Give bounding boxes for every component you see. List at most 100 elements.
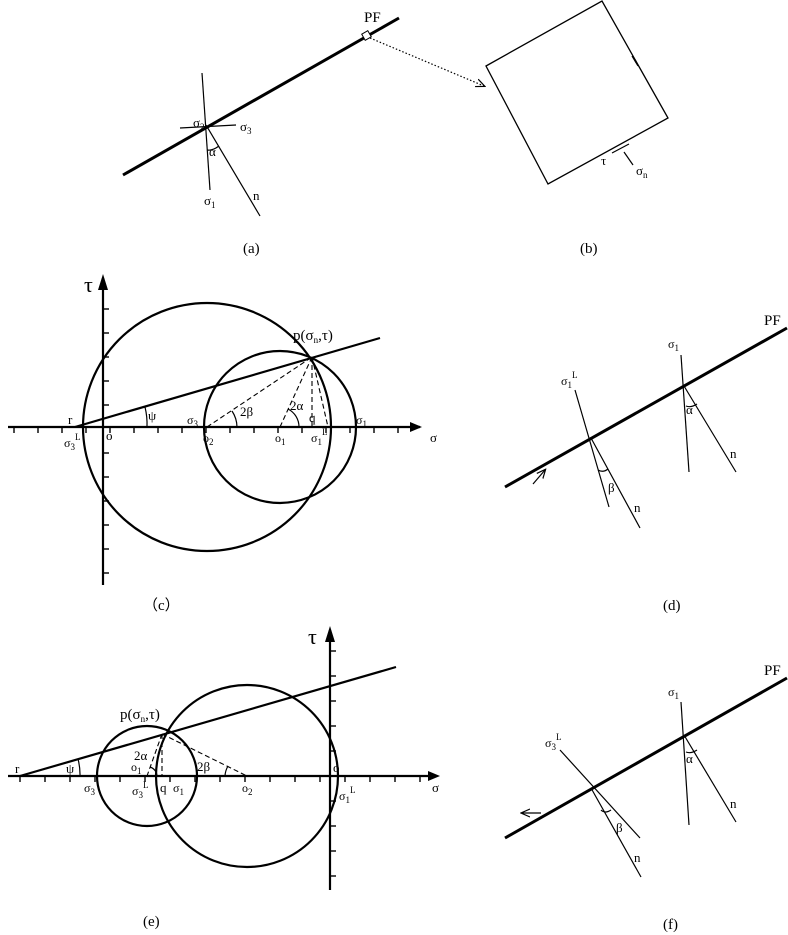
- panel-d-sigma1L-label: σ1L: [561, 370, 577, 390]
- panel-f-sigma3L-axis: [559, 749, 641, 839]
- panel-c-envelope-line: [74, 336, 381, 429]
- panel-d-normal-line-2: [590, 437, 641, 529]
- panel-d-pf-label: PF: [764, 313, 781, 329]
- panel-b-caption: (b): [580, 241, 598, 257]
- panel-c-point-label: p(σn,τ): [293, 328, 333, 345]
- panel-f-caption: (f): [663, 917, 678, 933]
- panel-a-normal-label: n: [253, 188, 260, 203]
- panel-f-pf-label: PF: [764, 663, 781, 679]
- panel-c-sigma3L-label: σ3L: [64, 432, 80, 452]
- panel-e-sigma-arrowhead: [428, 771, 440, 781]
- panel-c-axis-ticks: [13, 308, 399, 574]
- panel-e-sigma-axis-label: σ: [432, 780, 439, 795]
- panel-a-sigma1-axis: [201, 72, 211, 191]
- panel-c-sigma3-label: σ3: [187, 413, 198, 429]
- panel-a-fault-plane: [122, 16, 400, 177]
- panel-d-sigma1-axis: [680, 354, 690, 473]
- panel-c-2beta-arc: [231, 410, 238, 428]
- panel-e-o2-label: o2: [242, 781, 253, 797]
- panel-e-caption: (e): [143, 914, 160, 930]
- panel-b-normal-stress-line: [623, 151, 634, 166]
- panel-f-beta-arc: [600, 809, 612, 813]
- panel-d-normal-line-1: [683, 385, 737, 473]
- panel-f-n2-label: n: [634, 850, 641, 865]
- panel-e-tau-arrowhead: [325, 626, 335, 642]
- panel-c-origin-label: o: [106, 428, 113, 443]
- panel-f-sigma1-axis: [680, 701, 690, 826]
- panel-c: τ σ p(σn,τ) r ψ o σ3 2β 2α q σ1 σ3L o2 o…: [8, 272, 437, 614]
- panel-d-fault-plane: [504, 326, 788, 489]
- panel-c-psi-arc: [144, 406, 148, 428]
- panel-b-tau-label: τ: [601, 153, 606, 168]
- panel-e: τ σ p(σn,τ) r ψ 2α o1 2β σ3 σ3L q σ1 o2 …: [8, 624, 440, 930]
- panel-c-dash-p-sigma1: [311, 356, 329, 428]
- panel-e-origin-label: o: [333, 760, 340, 775]
- panel-c-psi-label: ψ: [148, 408, 156, 423]
- panel-e-small-circle: [95, 724, 199, 828]
- panel-e-2beta-arc: [224, 765, 229, 777]
- panel-c-dash-o1-p: [279, 356, 313, 428]
- panel-e-point-label: p(σn,τ): [120, 707, 160, 724]
- panel-c-q-label: q: [309, 410, 316, 425]
- panel-d: PF σ1 σ1L α n β n (d): [504, 313, 788, 614]
- panel-b-shear-tick-top: [631, 55, 639, 67]
- panel-f-beta-label: β: [616, 820, 623, 835]
- panel-d-n2-label: n: [634, 500, 641, 515]
- panel-f-n1-label: n: [730, 796, 737, 811]
- panel-a-alpha-label: α: [209, 144, 216, 159]
- panel-a-caption: (a): [243, 241, 260, 257]
- panel-c-o1-label: o1: [275, 431, 286, 447]
- panel-c-o2-label: o2: [203, 431, 214, 447]
- panel-e-psi-label: ψ: [66, 761, 74, 776]
- panel-c-sigma-arrowhead: [410, 422, 422, 432]
- panel-a-sigma3-axis: [179, 124, 237, 129]
- panel-a-sigma2-label: σ2: [193, 115, 205, 132]
- panel-c-tau-axis-label: τ: [84, 272, 93, 297]
- panel-e-psi-arc: [77, 758, 81, 777]
- panel-c-tau-arrowhead: [98, 274, 108, 290]
- panel-f-alpha-label: α: [686, 751, 693, 766]
- panel-d-slip-arrow: [532, 470, 545, 485]
- panel-f-sigma1-label: σ1: [668, 685, 679, 701]
- panel-c-2alpha-arc: [287, 408, 300, 428]
- panel-e-2alpha-arc: [149, 766, 158, 777]
- panel-d-n1-label: n: [730, 446, 737, 461]
- panel-f: PF σ1 σ3L α n β n (f): [504, 663, 788, 933]
- panel-e-q-label: q: [160, 780, 167, 795]
- panel-e-r-label: r: [15, 761, 20, 776]
- panel-d-beta-label: β: [608, 480, 615, 495]
- panel-f-normal-line-1: [683, 734, 737, 823]
- panel-e-2alpha-label: 2α: [134, 748, 148, 763]
- panel-d-alpha-label: α: [686, 402, 693, 417]
- panel-c-dash-o2-p: [206, 356, 313, 428]
- panel-d-caption: (d): [663, 598, 681, 614]
- panel-c-sigma1L-label: σ1L: [311, 427, 327, 447]
- panel-e-sigma3-label: σ3: [84, 781, 95, 797]
- panel-d-beta-arc: [597, 468, 609, 472]
- panel-f-normal-line-2: [590, 787, 642, 878]
- panel-f-fault-plane: [504, 676, 788, 840]
- panel-e-sigma3L-label: σ3L: [132, 780, 148, 800]
- panel-d-alpha-arc: [685, 403, 698, 408]
- panel-c-2alpha-label: 2α: [290, 398, 304, 413]
- panel-d-sigma1L-axis: [574, 389, 610, 508]
- panel-a: PF σ2 σ3 α σ1 n (a): [122, 10, 484, 257]
- panel-e-o1-label: o1: [131, 760, 142, 776]
- panel-e-tau-axis-label: τ: [308, 624, 317, 649]
- panel-f-alpha-arc: [685, 749, 698, 754]
- panel-a-alpha-arc: [207, 145, 220, 151]
- panel-a-normal-line: [205, 124, 261, 217]
- panel-e-sigma1L-label: σ1L: [339, 785, 355, 805]
- panel-c-outer-circle: [81, 301, 333, 553]
- panel-a-pf-label: PF: [364, 10, 381, 26]
- panel-b-sigma-n-label: σn: [636, 163, 648, 180]
- panel-f-sigma3L-label: σ3L: [545, 732, 561, 752]
- panel-c-2beta-label: 2β: [240, 404, 254, 419]
- panel-c-sigma1-label: σ1: [356, 413, 367, 429]
- panel-b: τ σn (b): [485, 0, 669, 257]
- panel-e-axis-ticks: [19, 650, 421, 877]
- panel-c-r-label: r: [68, 412, 73, 427]
- panel-a-to-b-pointer: [369, 37, 484, 86]
- panel-d-sigma1-label: σ1: [668, 337, 679, 353]
